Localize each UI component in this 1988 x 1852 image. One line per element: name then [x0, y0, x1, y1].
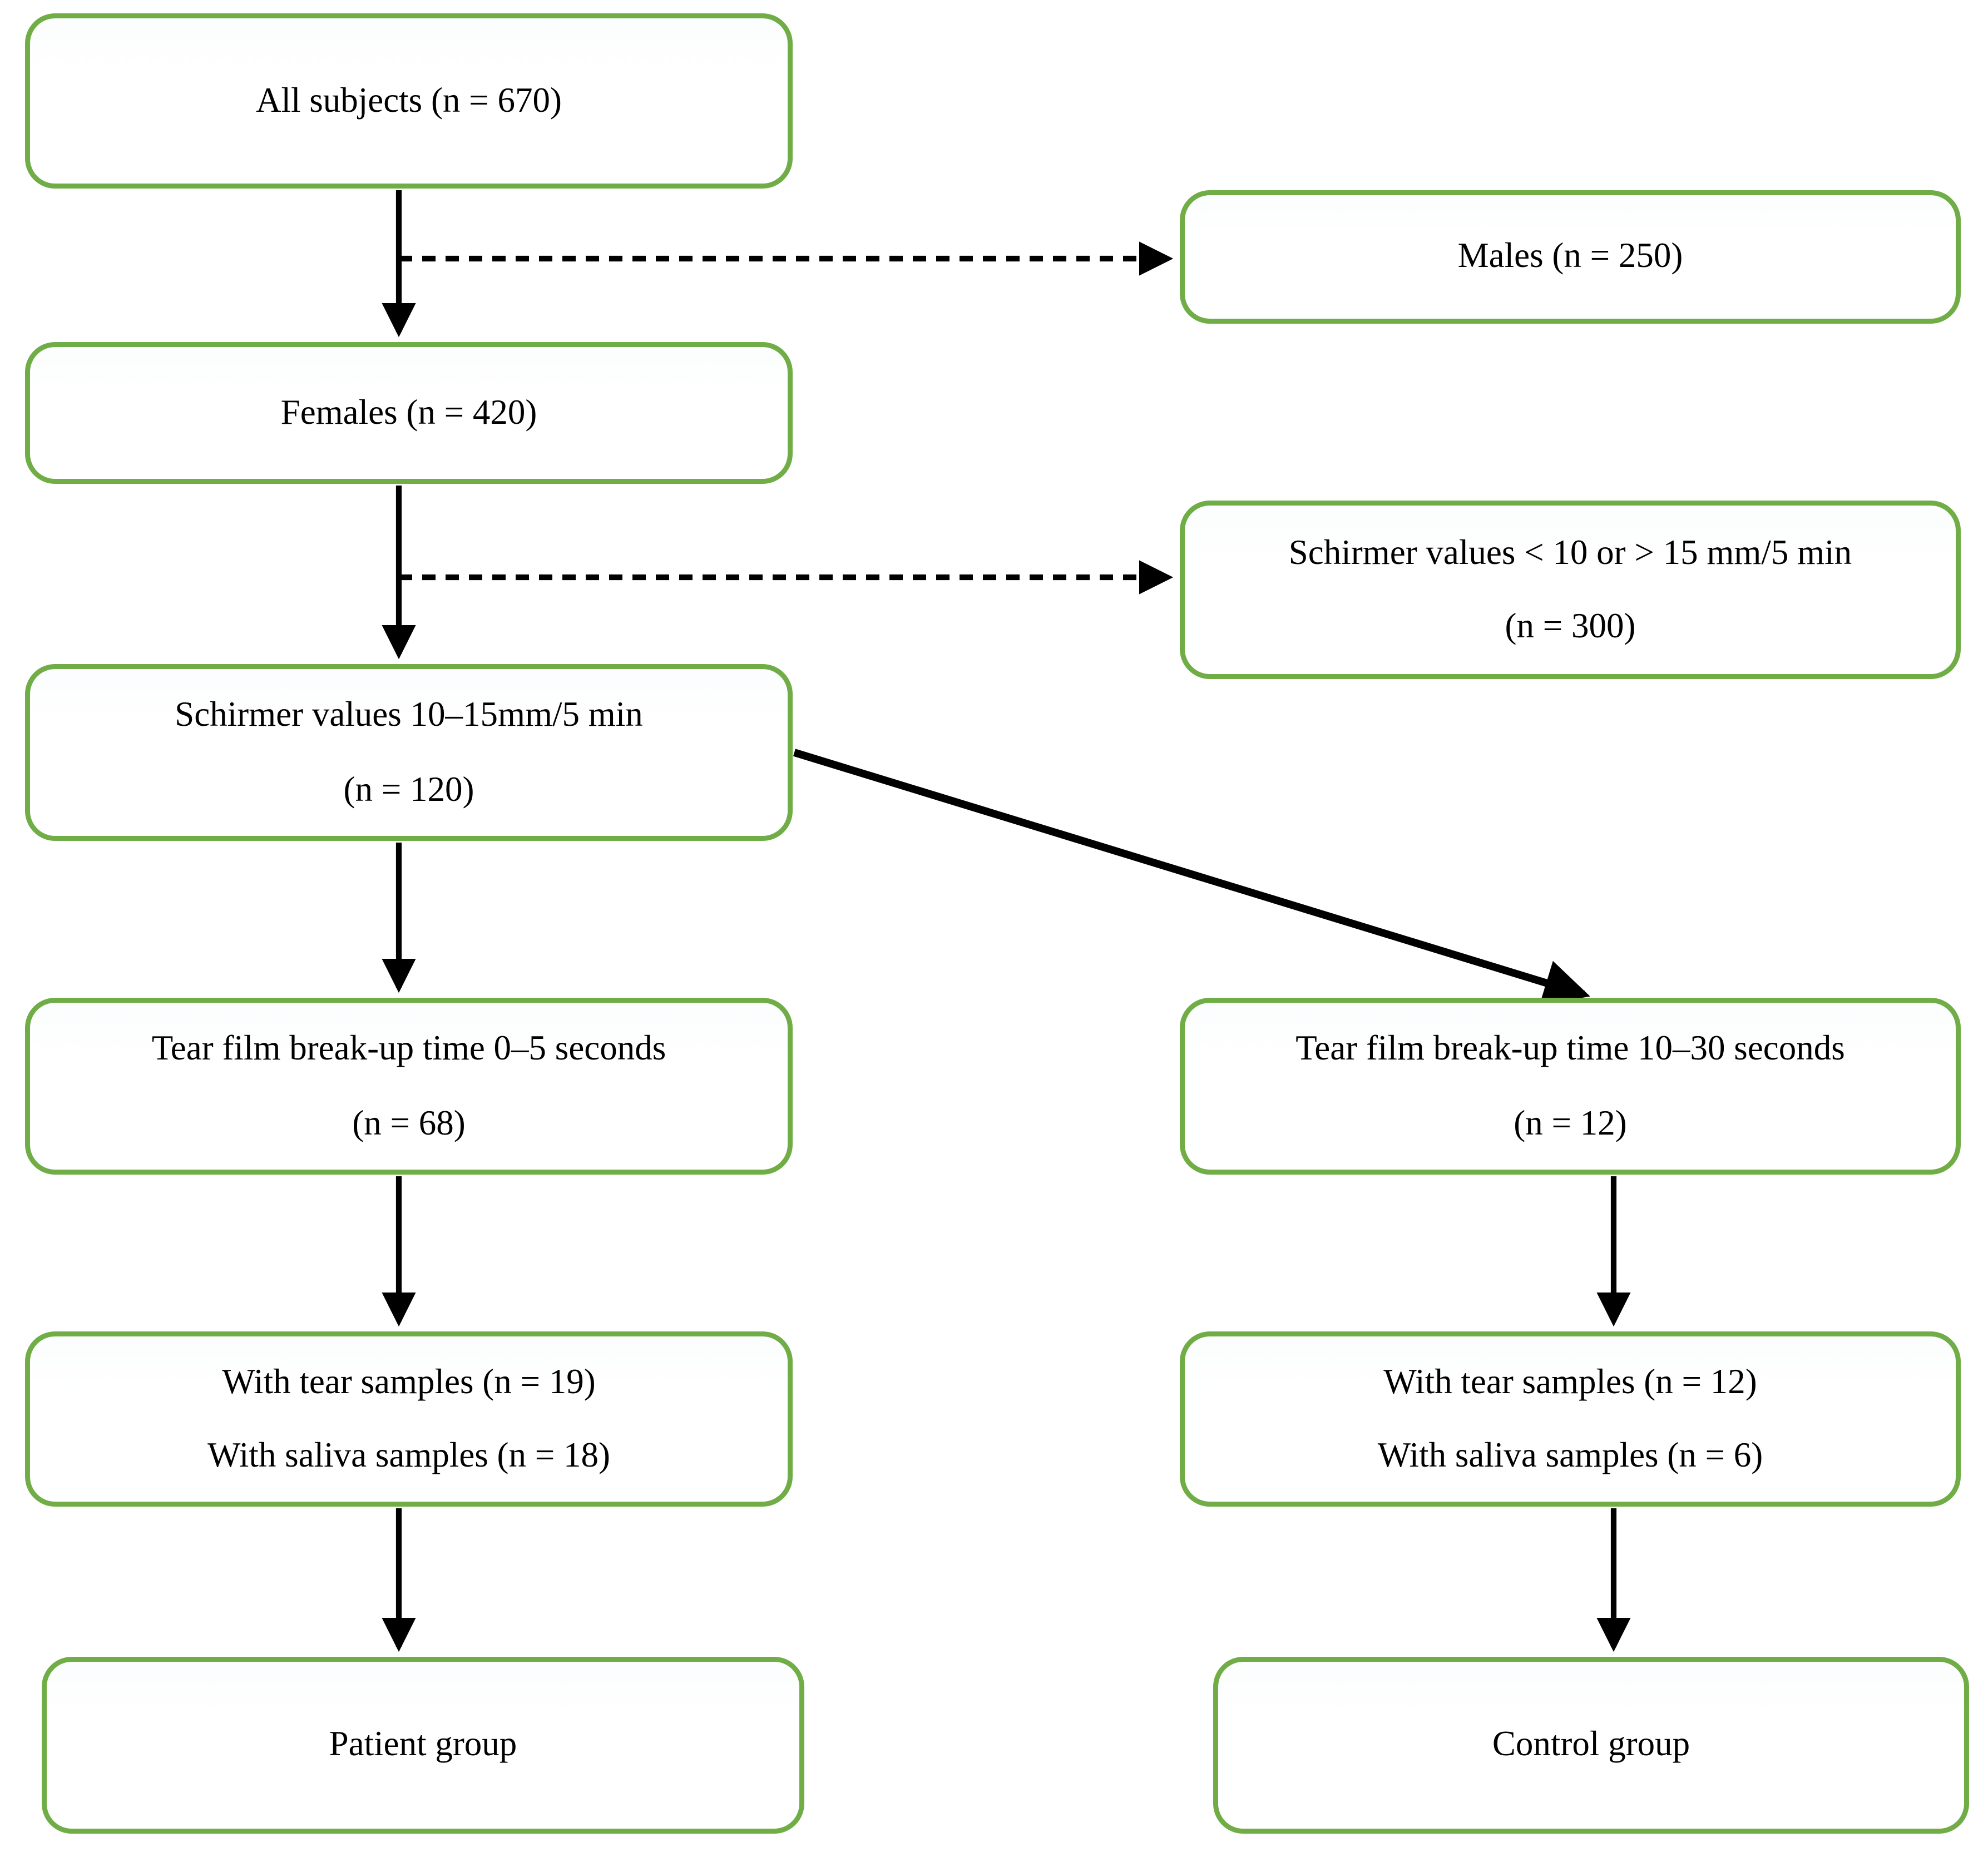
node-tbut-short-line-2: (n = 68)	[352, 1102, 466, 1142]
node-schirmer-excluded-line-2: (n = 300)	[1505, 606, 1636, 646]
node-patient-samples-line-2: With saliva samples (n = 18)	[207, 1435, 611, 1475]
node-males-label: Males (n = 250)	[1457, 236, 1683, 276]
node-patient-group-label: Patient group	[329, 1724, 517, 1765]
node-schirmer-included: Schirmer values 10–15mm/5 min (n = 120)	[25, 664, 793, 841]
node-control-group: Control group	[1213, 1657, 1969, 1834]
node-tbut-long-line-1: Tear film break-up time 10–30 seconds	[1295, 1028, 1845, 1069]
node-tbut-long-line-2: (n = 12)	[1514, 1102, 1627, 1142]
node-tbut-long: Tear film break-up time 10–30 seconds (n…	[1180, 998, 1961, 1175]
node-all-subjects-label: All subjects (n = 670)	[255, 80, 562, 120]
node-schirmer-excluded: Schirmer values < 10 or > 15 mm/5 min (n…	[1180, 501, 1961, 679]
arrow-schirmer-to-tbut-long	[793, 749, 1590, 1005]
node-patient-group: Patient group	[42, 1657, 804, 1834]
node-all-subjects: All subjects (n = 670)	[25, 13, 793, 189]
node-control-samples: With tear samples (n = 12) With saliva s…	[1180, 1331, 1961, 1507]
node-tbut-short: Tear film break-up time 0–5 seconds (n =…	[25, 998, 793, 1175]
node-schirmer-excluded-line-1: Schirmer values < 10 or > 15 mm/5 min	[1288, 532, 1852, 572]
node-tbut-short-line-1: Tear film break-up time 0–5 seconds	[151, 1028, 666, 1069]
node-males: Males (n = 250)	[1180, 190, 1961, 324]
node-patient-samples: With tear samples (n = 19) With saliva s…	[25, 1331, 793, 1507]
node-control-group-label: Control group	[1492, 1724, 1690, 1765]
node-control-samples-line-1: With tear samples (n = 12)	[1383, 1361, 1757, 1402]
node-control-samples-line-2: With saliva samples (n = 6)	[1377, 1435, 1763, 1475]
node-females: Females (n = 420)	[25, 342, 793, 484]
node-patient-samples-line-1: With tear samples (n = 19)	[222, 1361, 596, 1402]
node-schirmer-included-line-2: (n = 120)	[343, 768, 474, 809]
node-females-label: Females (n = 420)	[280, 392, 537, 432]
node-schirmer-included-line-1: Schirmer values 10–15mm/5 min	[175, 695, 643, 735]
